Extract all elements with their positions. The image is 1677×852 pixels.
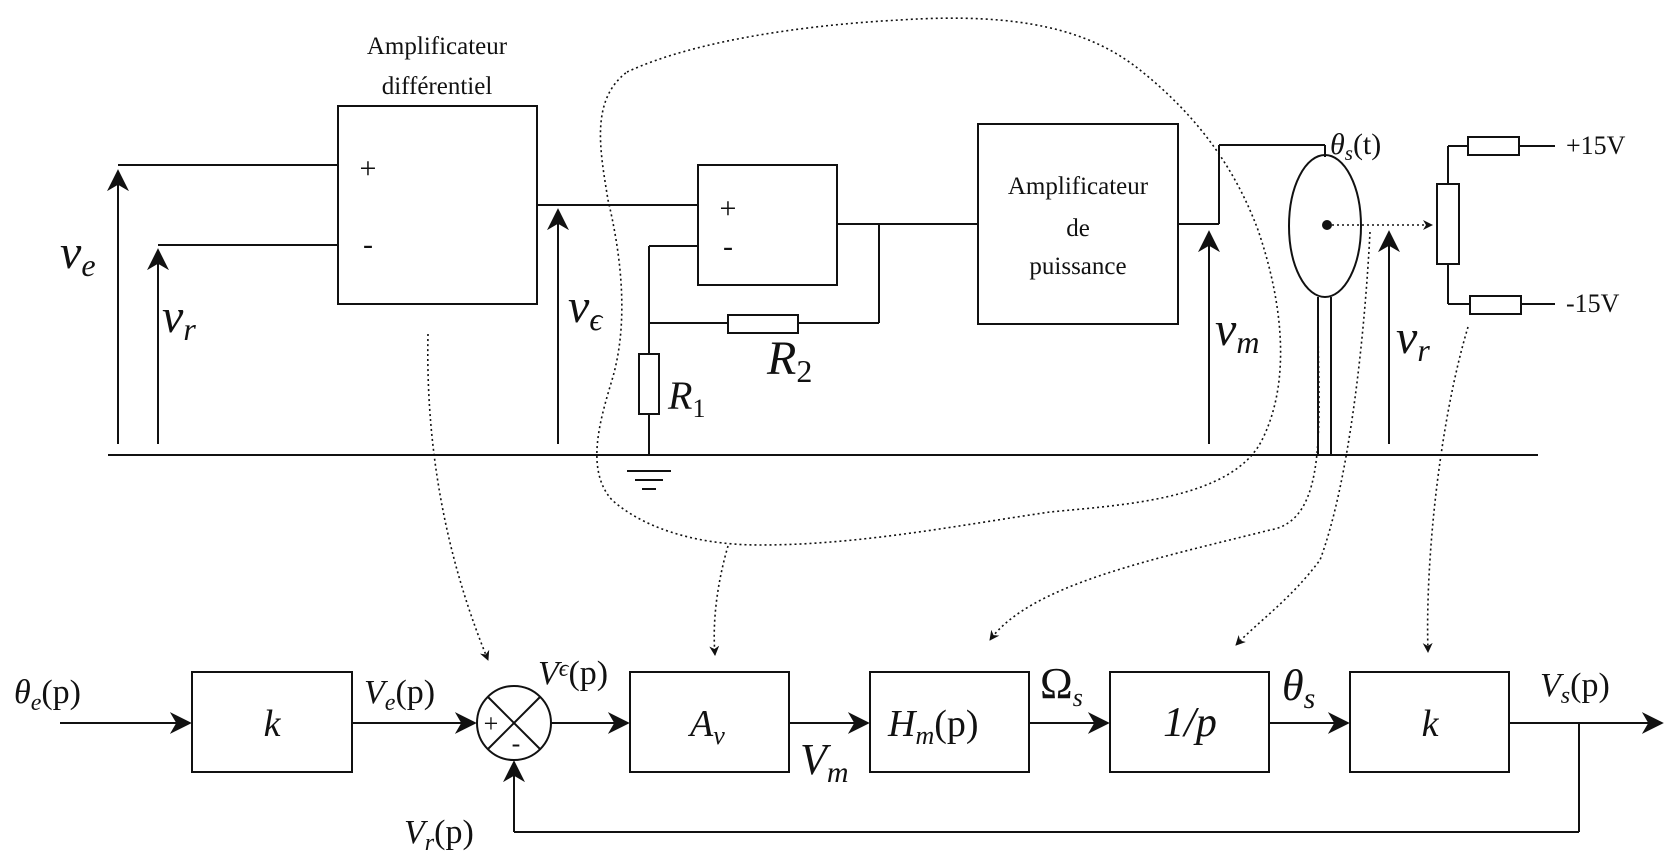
block-integrator-label: 1/p (1163, 700, 1217, 746)
label-vm-block: Vm (800, 735, 849, 789)
label-omega-s: Ωs (1040, 659, 1083, 712)
label-veps-p: Vϵ(p) (538, 655, 608, 692)
link-motor-to-hm (989, 315, 1320, 641)
summer-minus: - (512, 729, 521, 758)
block-av-label: Av (687, 703, 725, 750)
link-diffamp-to-summer (426, 333, 490, 661)
pot-resistor-bottom (1469, 295, 1522, 315)
label-supply-neg: -15V (1566, 289, 1620, 318)
cloud-outline (596, 17, 1282, 546)
label-theta-s: θs (1282, 661, 1315, 715)
label-r1: R1 (667, 373, 705, 423)
r2-resistor (727, 314, 799, 334)
diff-amp-plus: + (360, 152, 377, 185)
label-vr: vr (162, 290, 196, 347)
label-ve: ve (60, 226, 96, 283)
opamp-plus: + (720, 192, 737, 225)
label-r2: R2 (766, 332, 812, 389)
power-amp-line2: de (1066, 215, 1090, 242)
motor-shaft-dot (1322, 220, 1332, 230)
summer-plus: + (484, 709, 499, 738)
ground-symbol (627, 470, 671, 490)
label-theta-e-p: θe(p) (14, 674, 81, 716)
block-hm-label: Hm(p) (887, 703, 979, 750)
link-pot-to-k (1422, 326, 1469, 653)
label-theta-s-t: θs(t) (1330, 128, 1381, 165)
power-amp-line3: puissance (1029, 253, 1126, 280)
diff-amp-title-line2: différentiel (382, 73, 493, 100)
label-ve-p: Ve(p) (364, 674, 435, 716)
label-vm: vm (1215, 303, 1259, 360)
opamp-minus: - (723, 230, 733, 263)
pot-resistor-top (1467, 136, 1520, 156)
link-cloud-to-av (709, 545, 729, 656)
motor-ellipse (1288, 154, 1362, 298)
diff-amp-title-line1: Amplificateur (367, 33, 508, 60)
block-k-out-label: k (1422, 703, 1440, 745)
label-veps: vϵ (568, 280, 603, 337)
diff-amp-box (337, 105, 538, 305)
link-motor-to-integrator (1235, 231, 1371, 646)
label-supply-pos: +15V (1566, 131, 1626, 160)
potentiometer (1436, 183, 1460, 265)
block-k-in-label: k (264, 703, 282, 745)
diff-amp-minus: - (363, 228, 373, 261)
label-vr-p: Vr(p) (404, 814, 474, 852)
label-vs-p: Vs(p) (1540, 667, 1610, 709)
r1-resistor (638, 353, 660, 415)
opamp-box (697, 164, 838, 286)
label-vr2: vr (1396, 311, 1430, 368)
power-amp-line1: Amplificateur (1008, 173, 1149, 200)
